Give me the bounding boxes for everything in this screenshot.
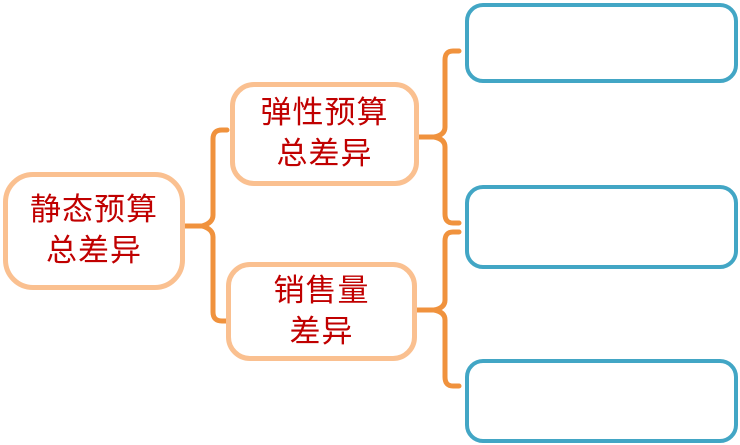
box-label-line: 销售量 [273, 272, 370, 309]
flexible-budget-total-variance-box: 弹性预算 总差异 [230, 82, 419, 186]
box-label-line: 静态预算 [30, 192, 158, 228]
empty-leaf-box-3 [465, 359, 738, 443]
flexible-budget-brace-connector [431, 48, 462, 226]
box-label-line: 总差异 [46, 233, 142, 269]
box-label-line: 弹性预算 [260, 95, 389, 131]
box-label-line: 差异 [289, 313, 354, 350]
root-brace-connector [199, 127, 230, 324]
empty-leaf-box-2 [465, 185, 738, 269]
box-label-line: 总差异 [276, 136, 373, 172]
sales-volume-variance-box: 销售量 差异 [226, 262, 417, 361]
empty-leaf-box-1 [465, 3, 738, 83]
sales-volume-brace-connector [431, 229, 462, 389]
static-budget-total-variance-box: 静态预算 总差异 [3, 172, 185, 290]
